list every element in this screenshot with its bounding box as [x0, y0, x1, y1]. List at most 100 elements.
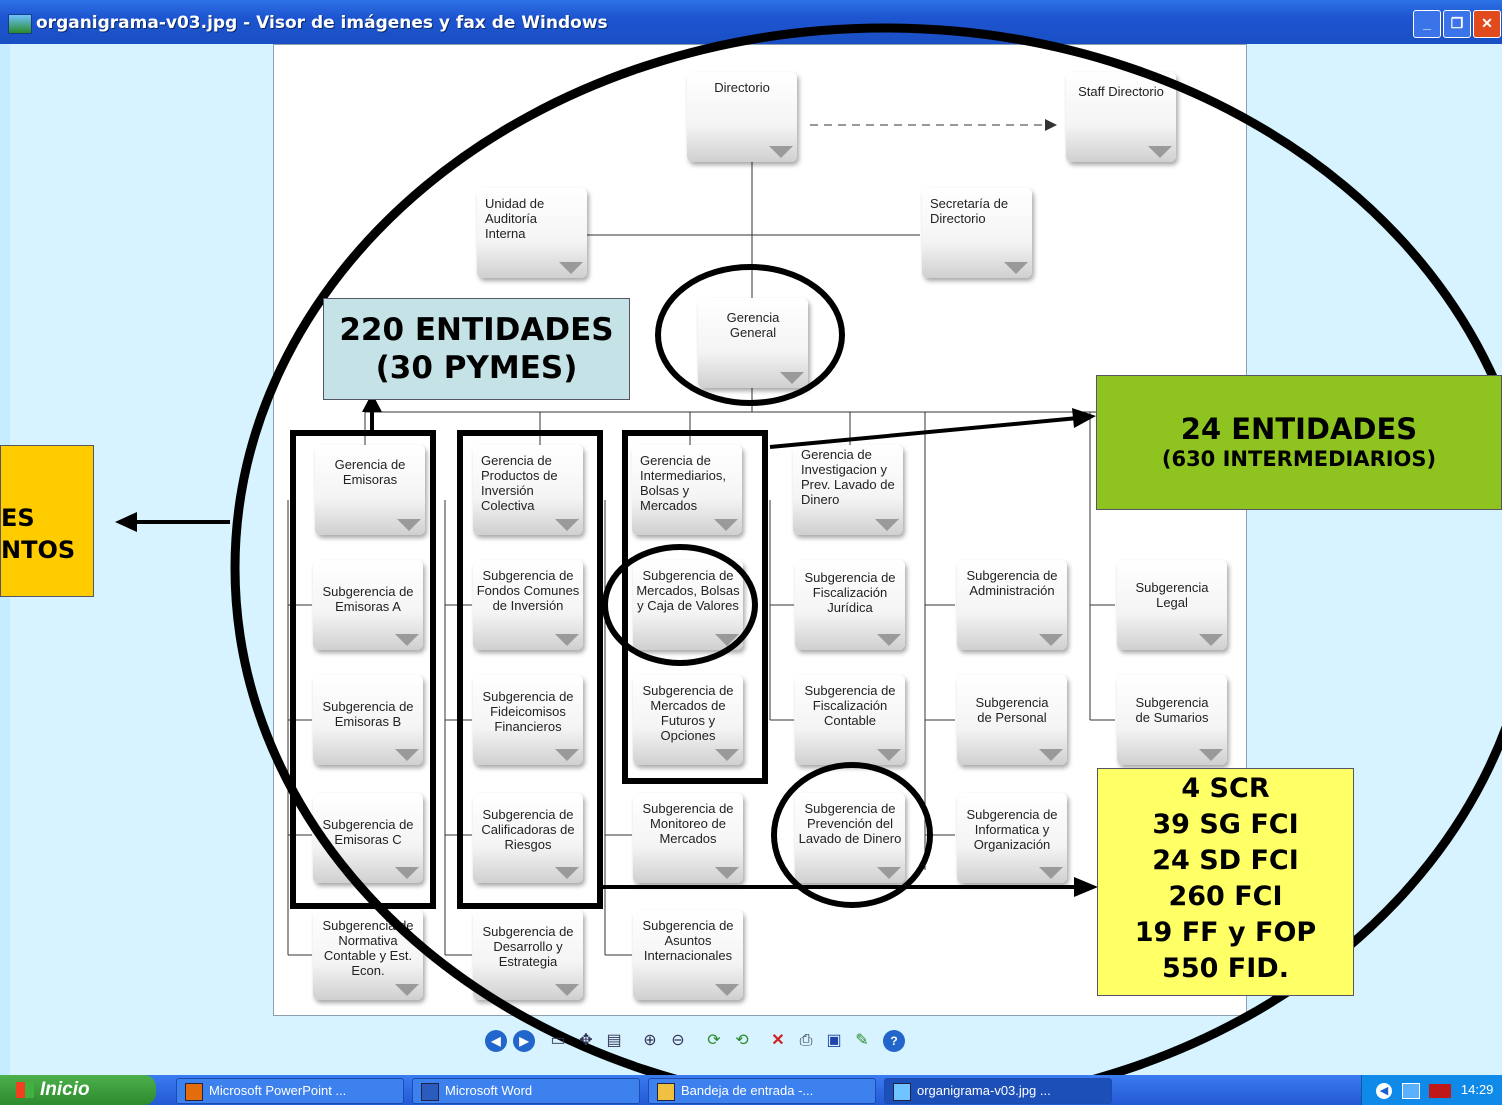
image-viewer-app-icon[interactable]: [8, 14, 32, 34]
rotate-counterclockwise-icon[interactable]: ⟲: [735, 1032, 749, 1049]
org-node-subgerencia-monitoreo: Subgerencia de Monitoreo de Mercados: [633, 793, 743, 883]
powerpoint-icon: [185, 1082, 203, 1101]
expand-icon: [395, 984, 419, 996]
org-node-subgerencia-mercados-bolsas: Subgerencia de Mercados, Bolsas y Caja d…: [633, 560, 743, 650]
delete-icon[interactable]: ✕: [771, 1032, 785, 1049]
taskbar-item-powerpoint[interactable]: Microsoft PowerPoint ...: [176, 1078, 404, 1104]
org-node-subgerencia-fondos: Subgerencia de Fondos Comunes de Inversi…: [473, 560, 583, 650]
expand-icon: [780, 372, 804, 384]
callout-emisoras-entidades: 220 ENTIDADES (30 PYMES): [323, 298, 630, 400]
slideshow-icon[interactable]: ▤: [606, 1032, 622, 1049]
next-image-icon[interactable]: ▶: [513, 1030, 535, 1052]
org-node-secretaria-directorio: Secretaría de Directorio: [922, 188, 1032, 278]
expand-icon: [1199, 749, 1223, 761]
expand-icon: [1039, 749, 1063, 761]
expand-icon: [1004, 262, 1028, 274]
annotation-box-emisoras: [290, 430, 436, 909]
org-node-subgerencia-fiscalizacion-juridica: Subgerencia de Fiscalización Jurídica: [795, 560, 905, 650]
close-button[interactable]: ✕: [1473, 10, 1501, 38]
org-node-subgerencia-fideicomisos: Subgerencia de Fideicomisos Financieros: [473, 675, 583, 765]
annotation-box-intermediarios: [622, 430, 768, 784]
save-icon[interactable]: ▣: [826, 1032, 842, 1049]
viewer-toolbar: ◀ ▶ ▭ ✥ ▤ ⊕ ⊖ ⟳ ⟲ ✕ ⎙ ▣ ✎ ?: [485, 1028, 1045, 1056]
annotation-circle-mercados-bolsas: [602, 544, 758, 666]
taskbar-item-inbox[interactable]: Bandeja de entrada -...: [648, 1078, 876, 1104]
expand-icon: [875, 519, 899, 531]
tray-network-icon[interactable]: [1401, 1082, 1420, 1099]
org-node-staff-directorio: Staff Directorio: [1066, 72, 1176, 162]
tray-clock[interactable]: 14:29: [1460, 1082, 1494, 1097]
zoom-out-icon[interactable]: ⊖: [671, 1032, 685, 1049]
arrow-head-right-green: [1072, 408, 1096, 428]
taskbar-item-image-viewer[interactable]: organigrama-v03.jpg ...: [884, 1078, 1112, 1104]
expand-icon: [555, 519, 579, 531]
callout-left-partial: ES NTOS: [0, 445, 94, 597]
minimize-button[interactable]: _: [1413, 10, 1441, 38]
expand-icon: [395, 749, 419, 761]
expand-icon: [1039, 634, 1063, 646]
org-node-gerencia-emisoras: Gerencia de Emisoras: [315, 445, 425, 535]
annotation-circle-gerencia-general: [655, 264, 845, 406]
org-node-subgerencia-futuros: Subgerencia de Mercados de Futuros y Opc…: [633, 675, 743, 765]
expand-icon: [555, 749, 579, 761]
org-node-subgerencia-normativa: Subgerencia de Normativa Contable y Est.…: [313, 910, 423, 1000]
callout-intermediarios-entidades: 24 ENTIDADES (630 INTERMEDIARIOS): [1096, 375, 1502, 510]
org-node-subgerencia-asuntos-internacionales: Subgerencia de Asuntos Internacionales: [633, 910, 743, 1000]
org-node-subgerencia-fiscalizacion-contable: Subgerencia de Fiscalización Contable: [795, 675, 905, 765]
annotation-circle-prevencion-lavado: [771, 762, 933, 908]
org-node-subgerencia-desarrollo: Subgerencia de Desarrollo y Estrategia: [473, 910, 583, 1000]
arrow-head-right-yellow: [1074, 877, 1098, 897]
windows-flag-icon: [16, 1082, 34, 1098]
start-button[interactable]: Inicio: [0, 1075, 156, 1105]
org-node-subgerencia-calificadoras: Subgerencia de Calificadoras de Riesgos: [473, 793, 583, 883]
annotation-large-ellipse: [230, 23, 1502, 1105]
arrow-head-up: [362, 393, 382, 412]
expand-icon: [715, 867, 739, 879]
expand-icon: [395, 634, 419, 646]
expand-icon: [714, 519, 738, 531]
help-icon[interactable]: ?: [883, 1030, 905, 1052]
expand-icon: [397, 519, 421, 531]
tray-back-icon[interactable]: ◀: [1376, 1082, 1392, 1099]
image-viewer-icon: [893, 1082, 911, 1101]
rotate-clockwise-icon[interactable]: ⟳: [707, 1032, 721, 1049]
outlook-icon: [657, 1082, 675, 1101]
org-node-gerencia-productos: Gerencia de Productos de Inversión Colec…: [473, 445, 583, 535]
org-node-subgerencia-emisoras-c: Subgerencia de Emisoras C: [313, 793, 423, 883]
expand-icon: [555, 984, 579, 996]
best-fit-icon[interactable]: ▭: [550, 1032, 566, 1049]
zoom-in-icon[interactable]: ⊕: [643, 1032, 657, 1049]
expand-icon: [715, 984, 739, 996]
taskbar-item-word[interactable]: Microsoft Word: [412, 1078, 640, 1104]
org-node-subgerencia-legal: Subgerencia Legal: [1117, 560, 1227, 650]
org-node-directorio: Directorio: [687, 72, 797, 162]
expand-icon: [1148, 146, 1172, 158]
expand-icon: [1199, 634, 1223, 646]
expand-icon: [395, 867, 419, 879]
print-icon[interactable]: ⎙: [799, 1032, 813, 1049]
tray-ati-icon[interactable]: [1429, 1083, 1452, 1098]
org-node-subgerencia-prevencion-lavado: Subgerencia de Prevención del Lavado de …: [795, 793, 905, 883]
expand-icon: [559, 262, 583, 274]
arrow-head-left: [115, 512, 137, 532]
maximize-button[interactable]: ❐: [1443, 10, 1471, 38]
edit-icon[interactable]: ✎: [855, 1032, 869, 1049]
actual-size-icon[interactable]: ✥: [579, 1032, 593, 1049]
org-node-auditoria-interna: Unidad de Auditoría Interna: [477, 188, 587, 278]
expand-icon: [555, 634, 579, 646]
taskbar: Inicio Microsoft PowerPoint ... Microsof…: [0, 1075, 1502, 1105]
org-node-gerencia-general: Gerencia General: [698, 298, 808, 388]
expand-icon: [877, 749, 901, 761]
expand-icon: [877, 867, 901, 879]
expand-icon: [555, 867, 579, 879]
org-node-subgerencia-sumarios: Subgerencia de Sumarios: [1117, 675, 1227, 765]
callout-fci-counts: 4 SCR 39 SG FCI 24 SD FCI 260 FCI 19 FF …: [1097, 768, 1354, 996]
window-title: organigrama-v03.jpg - Visor de imágenes …: [36, 13, 608, 33]
org-node-subgerencia-emisoras-b: Subgerencia de Emisoras B: [313, 675, 423, 765]
org-node-gerencia-investigacion: Gerencia de Investigacion y Prev. Lavado…: [793, 445, 903, 535]
org-node-subgerencia-personal: Subgerencia de Personal: [957, 675, 1067, 765]
expand-icon: [877, 634, 901, 646]
previous-image-icon[interactable]: ◀: [485, 1030, 507, 1052]
